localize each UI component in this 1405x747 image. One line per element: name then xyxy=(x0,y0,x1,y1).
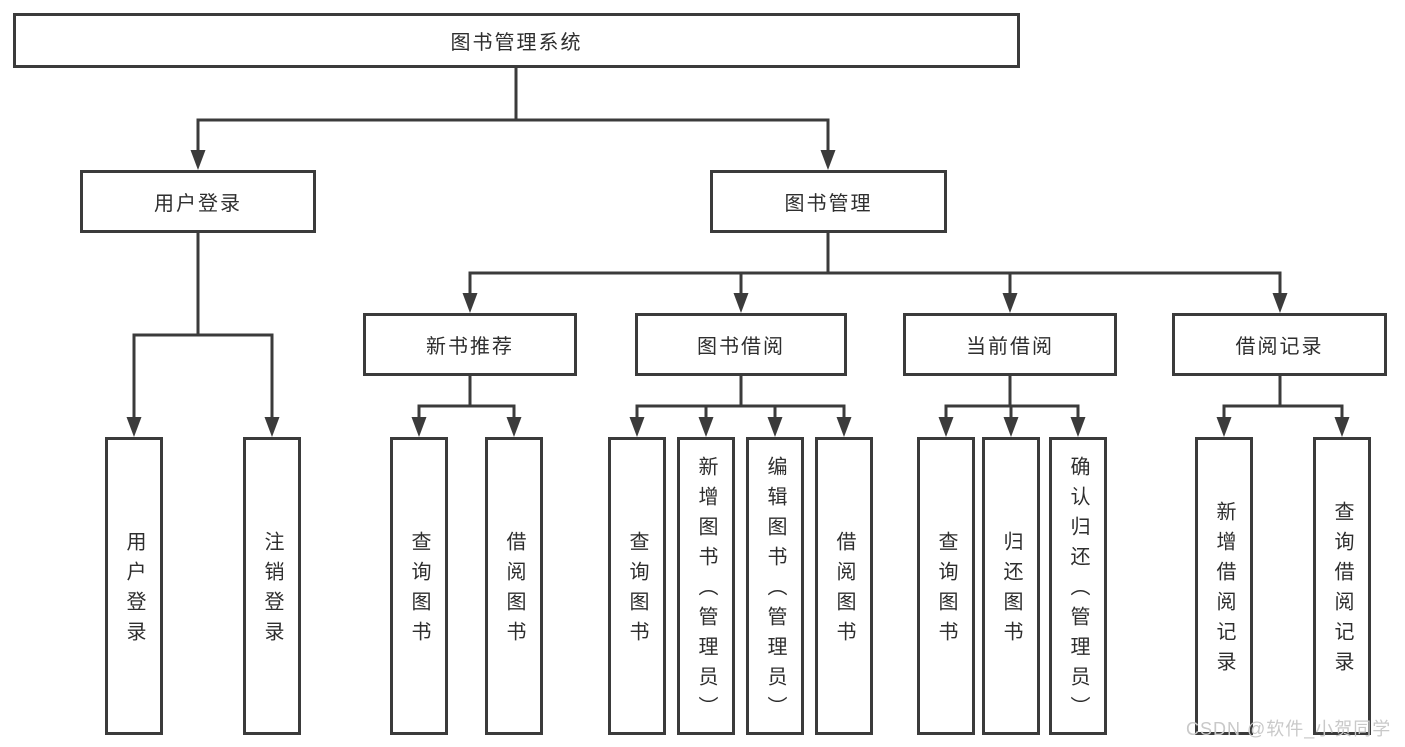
connector-book-mgmt-bus xyxy=(468,233,1282,295)
node-root: 图书管理系统 xyxy=(13,13,1020,68)
leaf-return-book: 归还图书 xyxy=(982,437,1040,735)
arrowhead xyxy=(698,417,714,437)
arrowhead xyxy=(1002,293,1018,313)
leaf-query-borrow-record: 查询借阅记录 xyxy=(1313,437,1371,735)
arrowhead xyxy=(1070,417,1086,437)
arrowhead xyxy=(126,417,142,437)
leaf-user-login: 用户登录 xyxy=(105,437,163,735)
leaf-logout-label: 注销登录 xyxy=(261,531,283,651)
node-book-mgmt-label: 图书管理 xyxy=(784,193,873,215)
node-user-login: 用户登录 xyxy=(80,170,316,233)
leaf-confirm-return-admin-label: 确认归还（管理员） xyxy=(1067,456,1089,726)
node-root-label: 图书管理系统 xyxy=(450,32,583,54)
node-book-mgmt: 图书管理 xyxy=(710,170,947,233)
connector-book-borrow-bus xyxy=(635,376,846,419)
leaf-borrow-book: 借阅图书 xyxy=(815,437,873,735)
arrowhead xyxy=(462,293,478,313)
leaf-query-book-label: 查询图书 xyxy=(626,531,648,651)
leaf-add-book-admin-label: 新增图书（管理员） xyxy=(695,456,717,726)
leaf-edit-book-admin: 编辑图书（管理员） xyxy=(746,437,804,735)
leaf-confirm-return-admin: 确认归还（管理员） xyxy=(1049,437,1107,735)
arrowhead xyxy=(1216,417,1232,437)
node-book-borrow: 图书借阅 xyxy=(635,313,847,376)
connector-root-bus xyxy=(196,68,830,152)
arrowhead xyxy=(506,417,522,437)
leaf-borrow-book-rec-label: 借阅图书 xyxy=(503,531,525,651)
leaf-add-borrow-record-label: 新增借阅记录 xyxy=(1213,501,1235,681)
node-book-borrow-label: 图书借阅 xyxy=(697,336,785,358)
leaf-edit-book-admin-label: 编辑图书（管理员） xyxy=(764,456,786,726)
node-current-borrow: 当前借阅 xyxy=(903,313,1117,376)
connector-new-book-rec-bus xyxy=(417,376,516,419)
watermark: CSDN @软件_小贺同学 xyxy=(1186,719,1392,739)
leaf-return-book-label: 归还图书 xyxy=(1000,531,1022,651)
arrowhead xyxy=(1334,417,1350,437)
arrowhead xyxy=(938,417,954,437)
leaf-query-book-rec: 查询图书 xyxy=(390,437,448,735)
node-new-book-rec: 新书推荐 xyxy=(363,313,577,376)
connector-current-borrow-bus xyxy=(944,376,1080,419)
arrowhead xyxy=(264,417,280,437)
node-borrow-records-label: 借阅记录 xyxy=(1235,336,1324,358)
leaf-query-current-label: 查询图书 xyxy=(935,531,957,651)
node-current-borrow-label: 当前借阅 xyxy=(966,336,1054,358)
leaf-borrow-book-rec: 借阅图书 xyxy=(485,437,543,735)
leaf-query-book: 查询图书 xyxy=(608,437,666,735)
node-user-login-label: 用户登录 xyxy=(154,193,242,215)
arrowhead xyxy=(836,417,852,437)
leaf-query-current: 查询图书 xyxy=(917,437,975,735)
node-new-book-rec-label: 新书推荐 xyxy=(426,336,514,358)
arrowhead xyxy=(190,150,206,170)
leaf-borrow-book-label: 借阅图书 xyxy=(833,531,855,651)
arrowhead xyxy=(733,293,749,313)
leaf-query-book-rec-label: 查询图书 xyxy=(408,531,430,651)
leaf-user-login-label: 用户登录 xyxy=(123,531,145,651)
arrowhead xyxy=(1272,293,1288,313)
connector-user-login-bus xyxy=(132,233,274,419)
arrowhead xyxy=(629,417,645,437)
leaf-add-borrow-record: 新增借阅记录 xyxy=(1195,437,1253,735)
leaf-logout: 注销登录 xyxy=(243,437,301,735)
node-borrow-records: 借阅记录 xyxy=(1172,313,1387,376)
leaf-query-borrow-record-label: 查询借阅记录 xyxy=(1331,501,1353,681)
connector-borrow-records-bus xyxy=(1222,376,1344,419)
leaf-add-book-admin: 新增图书（管理员） xyxy=(677,437,735,735)
arrowhead xyxy=(1003,417,1019,437)
arrowhead xyxy=(820,150,836,170)
arrowhead xyxy=(767,417,783,437)
arrowhead xyxy=(411,417,427,437)
